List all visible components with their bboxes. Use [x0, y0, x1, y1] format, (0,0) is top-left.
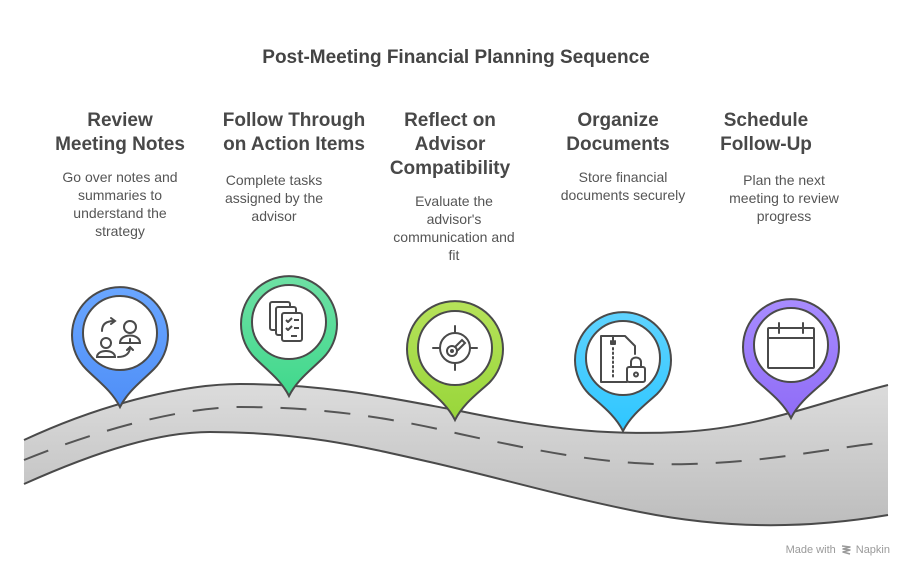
step-5-heading-line: Follow-Up	[720, 134, 812, 155]
step-4-heading: Organize Documents	[538, 109, 698, 157]
step-5-description-line: progress	[756, 208, 812, 224]
step-3-heading-line: Reflect on	[404, 110, 496, 131]
pin-step-3	[406, 300, 504, 423]
step-1-description-line: Go over notes and	[62, 169, 178, 185]
napkin-brand-label: Napkin	[855, 544, 890, 556]
diagram-title: Post-Meeting Financial Planning Sequence	[262, 47, 650, 68]
step-3-description-line: advisor's	[426, 211, 482, 227]
step-4-heading-line: Documents	[566, 134, 670, 155]
pin-step-4	[574, 311, 672, 434]
road-edge-bottom	[23, 430, 889, 527]
step-5-heading-line: Schedule	[723, 110, 809, 131]
pin-step-1	[71, 286, 169, 410]
step-2-heading-line: on Action Items	[223, 134, 365, 155]
step-1-description-line: strategy	[95, 223, 145, 239]
step-5-description: Plan the next meeting to review progress	[704, 171, 864, 225]
step-2-description-line: advisor	[251, 208, 297, 224]
step-2-heading: Follow Through on Action Items	[204, 109, 384, 157]
step-5-description-line: Plan the next	[743, 172, 825, 188]
step-3-description-line: fit	[448, 247, 460, 263]
step-2-description-line: assigned by the	[224, 190, 324, 206]
step-1-heading: Review Meeting Notes	[40, 109, 200, 157]
locked-zip-file-icon	[600, 335, 646, 383]
step-4-description-line: Store financial	[578, 169, 668, 185]
step-3-heading-line: Compatibility	[389, 158, 511, 179]
step-3-description-line: Evaluate the	[415, 193, 493, 209]
step-2-description-line: Complete tasks	[225, 172, 323, 188]
road-center-dashes	[23, 405, 889, 466]
step-2-heading-line: Follow Through	[222, 110, 366, 131]
pin-step-5	[742, 298, 840, 421]
step-1-description-line: understand the	[73, 205, 167, 221]
step-5-heading: Schedule Follow-Up	[686, 109, 846, 157]
road	[24, 384, 888, 526]
step-3-description: Evaluate the advisor's communication and…	[374, 192, 534, 264]
step-4-description-line: documents securely	[560, 187, 686, 203]
step-1-description-line: summaries to	[77, 187, 163, 203]
calendar-icon	[767, 322, 815, 369]
step-5-description-line: meeting to review	[729, 190, 839, 206]
step-3-heading-line: Advisor	[414, 134, 486, 155]
step-3-description-line: communication and	[393, 229, 515, 245]
step-2-description: Complete tasks assigned by the advisor	[204, 171, 344, 225]
step-4-heading-line: Organize	[577, 110, 659, 131]
made-with-label: Made with	[785, 544, 836, 556]
step-1-heading-line: Meeting Notes	[55, 134, 185, 155]
step-3-heading: Reflect on Advisor Compatibility	[370, 109, 530, 181]
step-1-description: Go over notes and summaries to understan…	[40, 168, 200, 240]
people-exchange-icon	[95, 317, 142, 358]
napkin-logo-icon	[841, 545, 851, 555]
step-4-description: Store financial documents securely	[543, 168, 703, 204]
pin-step-2	[240, 275, 338, 399]
checklist-documents-icon	[269, 301, 303, 342]
made-with-napkin-badge[interactable]: Made with Napkin	[786, 544, 890, 556]
step-1-heading-line: Review	[87, 110, 153, 131]
target-key-icon	[432, 325, 478, 371]
